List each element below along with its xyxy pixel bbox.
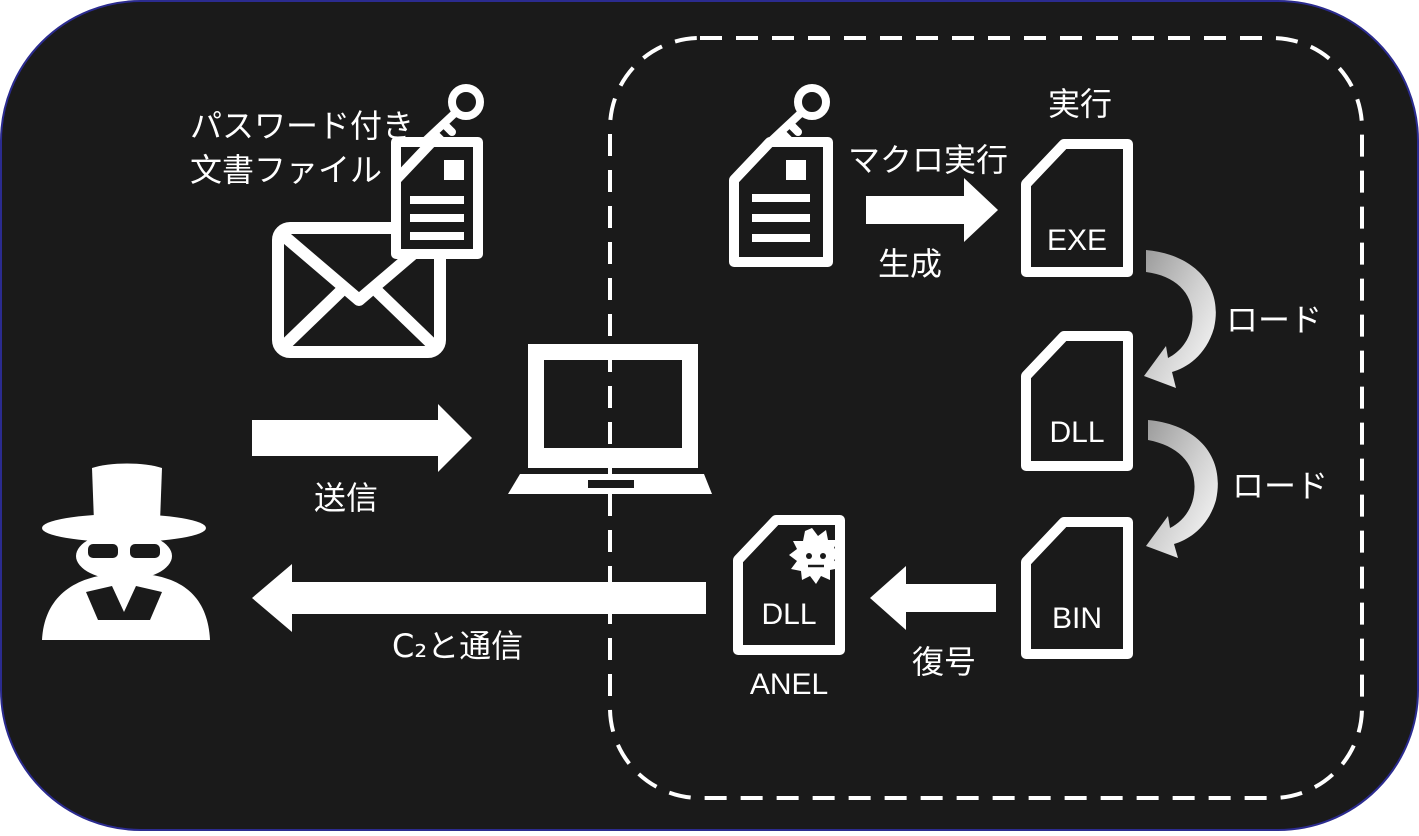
curved-arrow-icon — [1146, 420, 1218, 558]
laptop-icon — [508, 344, 712, 494]
c2-communication-label: C₂と通信 — [392, 627, 524, 665]
load-label-2: ロード — [1232, 467, 1329, 505]
key-icon — [768, 84, 830, 144]
decrypt-arrow-icon — [870, 566, 996, 630]
file-icon — [1021, 139, 1133, 277]
execute-label: 実行 — [1048, 85, 1113, 123]
send-label: 送信 — [314, 479, 379, 517]
c2-arrow-icon — [252, 564, 706, 632]
macro-execute-label: マクロ実行 — [848, 141, 1009, 179]
anel-dll-file-label: DLL — [761, 598, 817, 631]
decrypt-label: 復号 — [912, 643, 977, 681]
document-icon — [391, 137, 483, 259]
spy-icon — [42, 463, 210, 640]
malware-virus-icon — [789, 528, 842, 584]
bin-file-label: BIN — [1051, 602, 1102, 635]
dll-file-label: DLL — [1049, 416, 1105, 449]
anel-label: ANEL — [749, 668, 829, 701]
send-arrow-icon — [252, 404, 472, 472]
generate-label: 生成 — [878, 245, 943, 283]
document-label-line1: パスワード付き — [190, 107, 415, 145]
document-icon — [729, 137, 833, 267]
curved-arrow-icon — [1144, 250, 1216, 388]
load-label-1: ロード — [1226, 301, 1323, 339]
file-icon — [1021, 517, 1133, 659]
file-icon — [1021, 331, 1133, 471]
document-label-line2: 文書ファイル — [190, 151, 383, 189]
macro-arrow-icon — [866, 178, 998, 242]
key-icon — [420, 84, 484, 146]
exe-file-label: EXE — [1046, 224, 1108, 257]
